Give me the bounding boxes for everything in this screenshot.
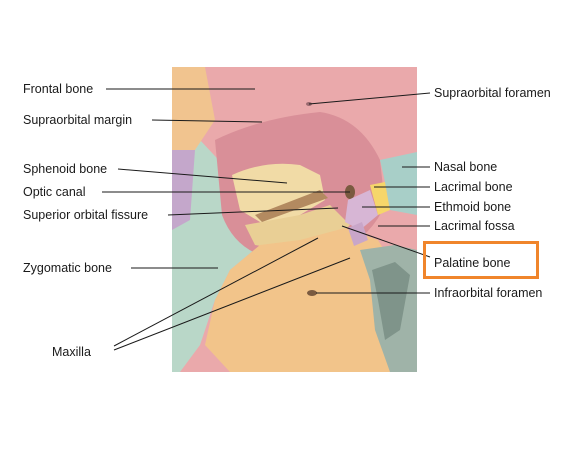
label-nasal-bone: Nasal bone [434, 160, 498, 174]
label-palatine-bone: Palatine bone [434, 256, 511, 270]
palatine-bone-line [341, 225, 431, 258]
label-lacrimal-fossa: Lacrimal fossa [434, 219, 515, 233]
leader-lines [102, 88, 431, 351]
maxilla-line-2 [113, 257, 351, 351]
label-infraorbital-foramen: Infraorbital foramen [434, 286, 543, 300]
infraorbital-foramen [307, 290, 317, 296]
supraorbital-foramen-line [308, 92, 431, 105]
parietal-region [172, 67, 215, 150]
palatine-highlight-box [423, 241, 539, 279]
sphenoid-bone-line [117, 168, 288, 184]
nasal-bone-region [380, 152, 417, 215]
label-optic-canal: Optic canal [23, 185, 86, 199]
label-frontal-bone: Frontal bone [23, 82, 94, 96]
palatine-bone-region [348, 222, 368, 246]
supraorbital-margin-line [151, 119, 263, 123]
superior-orbital-fissure-line [167, 207, 339, 216]
zygomatic-bone-region [172, 140, 260, 372]
label-maxilla: Maxilla [52, 345, 91, 359]
label-superior-orbital-fissure: Superior orbital fissure [23, 208, 149, 222]
label-supraorbital-foramen: Supraorbital foramen [434, 86, 551, 100]
temporal-region [172, 150, 195, 230]
maxilla-region [205, 228, 395, 372]
label-zygomatic-bone: Zygomatic bone [23, 261, 112, 275]
label-lacrimal-bone: Lacrimal bone [434, 180, 513, 194]
maxilla-line-1 [113, 237, 319, 347]
label-supraorbital-margin: Supraorbital margin [23, 113, 133, 127]
label-ethmoid-bone: Ethmoid bone [434, 200, 512, 214]
label-sphenoid-bone: Sphenoid bone [23, 162, 108, 176]
superior-orbital-fissure [255, 190, 328, 222]
ethmoid-bone-region [345, 190, 378, 230]
